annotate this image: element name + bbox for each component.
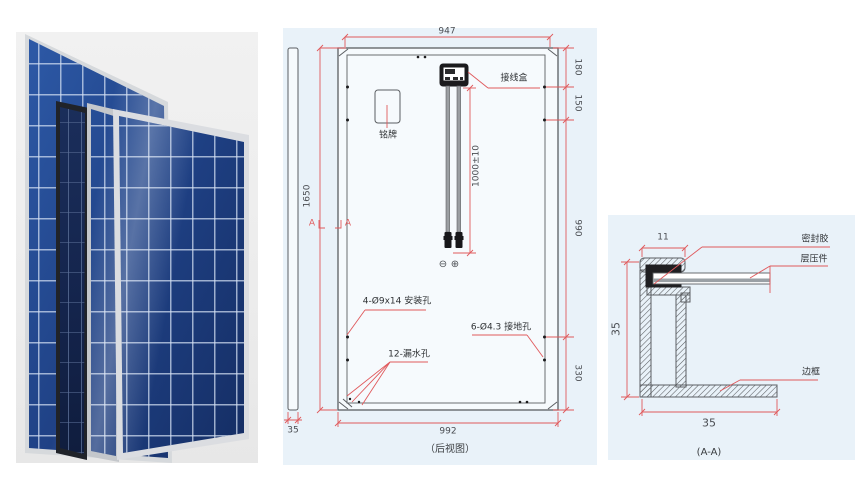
dim-cable-length: 1000±10 <box>471 145 482 187</box>
polarity-negative: ⊖ <box>438 259 448 270</box>
laminate-label: 层压件 <box>800 254 828 265</box>
nameplate-outline <box>374 89 401 124</box>
dimension-lines-aa <box>621 244 830 416</box>
section-aa-caption: (A-A) <box>696 447 722 458</box>
dim-right-330: 330 <box>572 364 583 382</box>
rear-view-caption: （后视图） <box>425 444 475 455</box>
solar-panel-black-cells <box>60 107 85 454</box>
dim-top-width: 947 <box>438 26 456 37</box>
junction-box-label: 接线盒 <box>500 73 528 84</box>
dim-height: 1650 <box>302 184 313 208</box>
ground-holes-label: 6-Ø4.3 接地孔 <box>470 322 532 333</box>
product-photo <box>16 32 258 463</box>
mounting-holes-label: 4-Ø9x14 安装孔 <box>362 296 432 307</box>
dim-right-150: 150 <box>572 94 583 112</box>
dim-aa-top: 11 <box>657 232 669 243</box>
solar-panel-front-cells <box>119 116 244 453</box>
section-mark-left: A <box>308 218 316 229</box>
dim-frame-thickness: 35 <box>287 425 299 436</box>
section-aa-geometry <box>621 244 830 416</box>
rear-view-drawing: 947 1650 992 35 180 150 990 330 1000±10 … <box>283 26 597 465</box>
dim-bottom-width: 992 <box>439 426 457 437</box>
dimension-lines <box>284 33 574 427</box>
cables <box>443 85 464 248</box>
drain-holes-label: 12-漏水孔 <box>388 349 430 360</box>
rear-view-geometry <box>284 33 574 427</box>
dim-right-990: 990 <box>572 219 583 237</box>
solar-panel-third-cells <box>91 109 117 456</box>
section-mark-right: A <box>344 218 352 229</box>
laminate <box>652 272 771 285</box>
polarity-positive: ⊕ <box>450 259 460 270</box>
section-aa-drawing: 11 35 35 密封胶 层压件 边框 (A-A) <box>608 215 855 460</box>
nameplate-label: 铭牌 <box>378 130 398 141</box>
hole-dots <box>346 55 546 404</box>
sealant-label: 密封胶 <box>801 234 829 245</box>
dim-aa-height: 35 <box>609 322 623 336</box>
junction-box <box>439 63 469 87</box>
dim-right-180: 180 <box>572 58 583 76</box>
frame-label: 边框 <box>801 367 821 378</box>
dim-aa-bottom: 35 <box>702 416 716 430</box>
side-profile-strip <box>287 47 299 411</box>
